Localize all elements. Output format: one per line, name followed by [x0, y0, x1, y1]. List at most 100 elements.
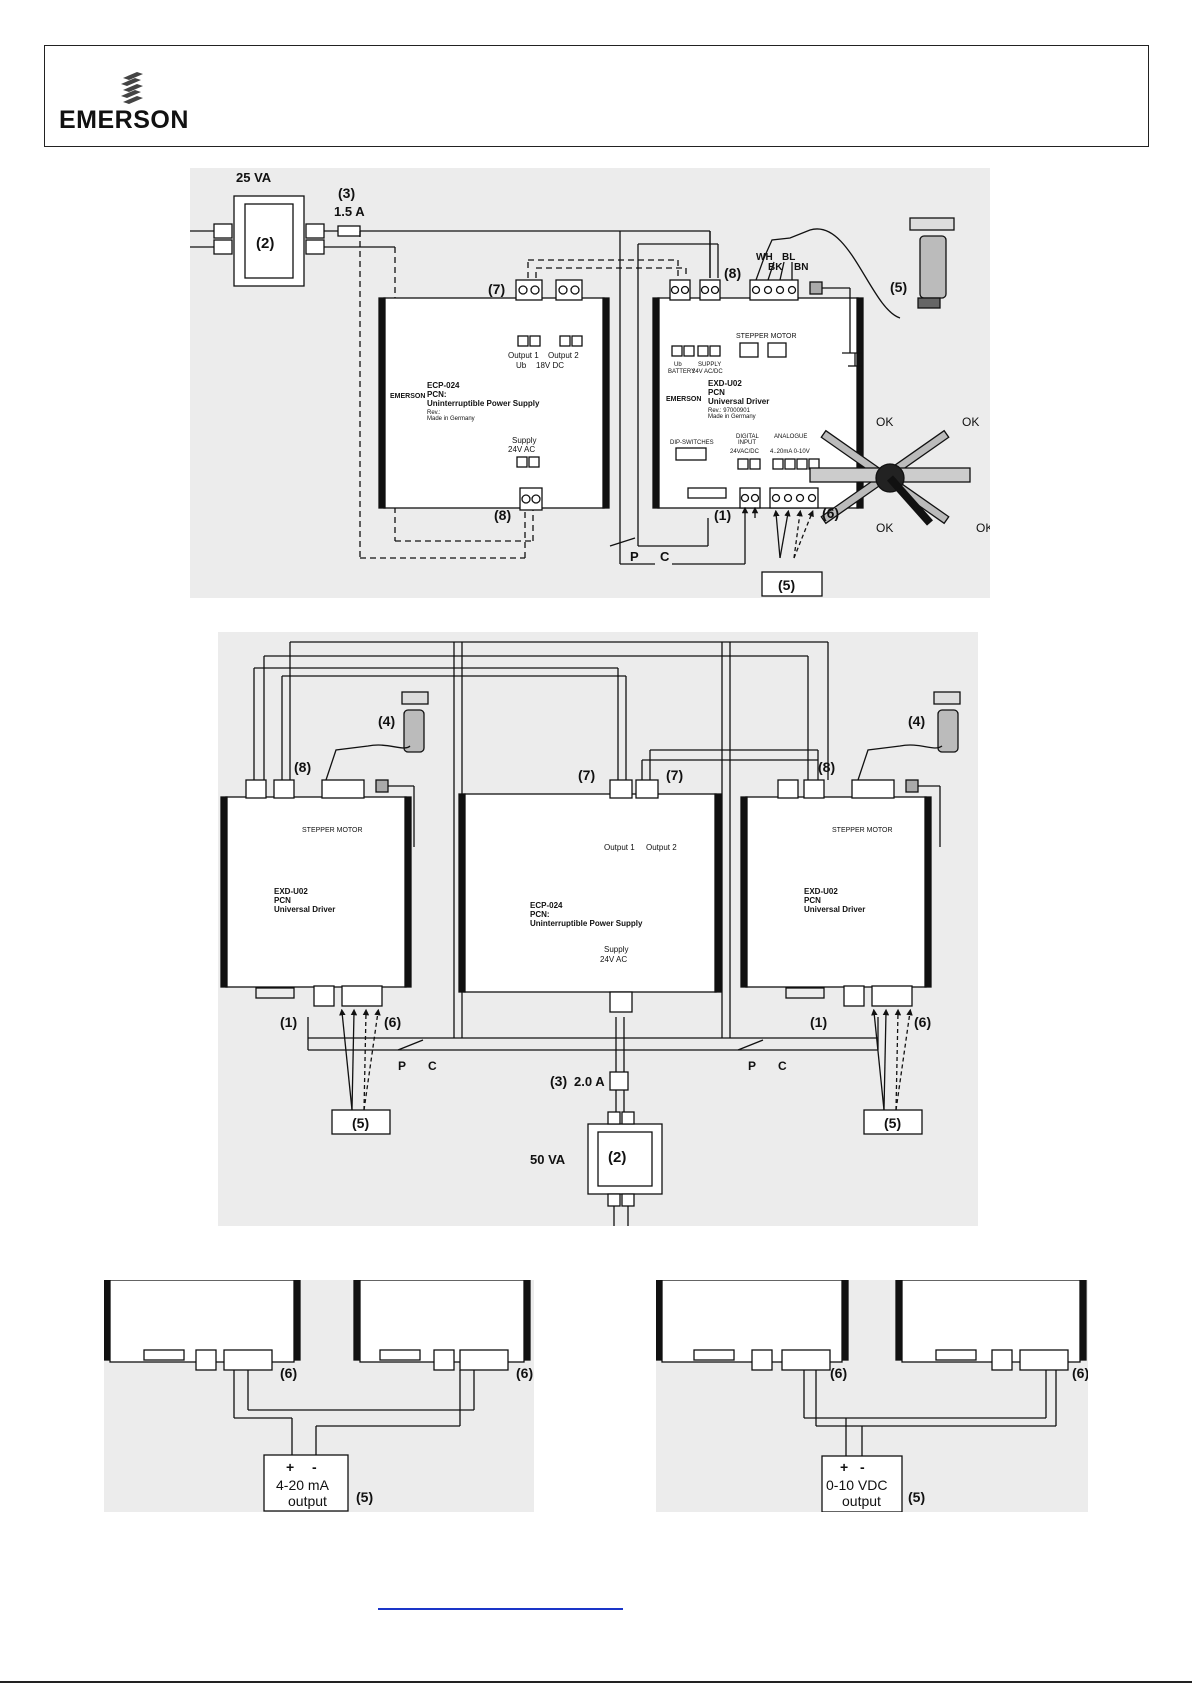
wire-wh: WH: [756, 252, 773, 263]
driver-battery: BATTERY: [668, 369, 695, 375]
left-sensor-label: (5): [352, 1115, 369, 1131]
ups-supply: Supply: [512, 436, 536, 445]
wiring-4-20ma-parallel: (6) (6) (5) + - 4-20 mA output: [104, 1280, 534, 1512]
transformer-rating-2: 50 VA: [530, 1152, 566, 1167]
transformer-rating: 25 VA: [236, 170, 272, 185]
voltage-output-line1: 0-10 VDC: [826, 1477, 887, 1493]
switch-p: P: [630, 549, 639, 564]
ups2-output1: Output 1: [604, 843, 635, 852]
ups-output-label: (7): [488, 281, 505, 297]
ups-output1: Output 1: [508, 351, 539, 360]
right-supply-label: (8): [818, 759, 835, 775]
driver-supply-v: 24V AC/DC: [692, 369, 723, 375]
ups-pcn: PCN:: [427, 390, 447, 399]
emerson-logo: EMERSON: [59, 68, 209, 134]
ups-rev: Rev.:: [427, 410, 441, 416]
right-sensor-label: (5): [884, 1115, 901, 1131]
driver-digital: DIGITAL: [736, 434, 760, 440]
left-supply-label: (8): [294, 759, 311, 775]
ups-output-label-left: (7): [578, 767, 595, 783]
voltage-terminal-label-a: (6): [830, 1365, 847, 1381]
ups-model: ECP-024: [427, 381, 460, 390]
right-digital-input-label: (1): [810, 1014, 827, 1030]
ups2-model: ECP-024: [530, 901, 563, 910]
right-valve-label: (4): [908, 713, 925, 729]
page-bottom-rule: [0, 1681, 1192, 1683]
fuse-rating-2: 2.0 A: [574, 1074, 605, 1089]
ups-output2: Output 2: [548, 351, 579, 360]
left-driver-pcn: PCN: [274, 896, 291, 905]
wiring-diagram-single-driver: 25 VA (2) (3) 1.5 A (7) (8) (8) (1) (6) …: [190, 168, 990, 598]
current-output-line1: 4-20 mA: [276, 1477, 330, 1493]
driver-ub: Ub: [674, 362, 682, 368]
wiring-diagram-dual-driver: (1) (6) (5) (8) (4) (7) (7) (8) (4) (1) …: [218, 632, 978, 1226]
driver-made: Made in Germany: [708, 414, 756, 420]
ups-brand: EMERSON: [390, 393, 425, 400]
ups2-name: Uninterruptible Power Supply: [530, 919, 643, 928]
voltage-minus: -: [860, 1459, 865, 1475]
ups2-supply-v: 24V AC: [600, 955, 627, 964]
driver-supply: SUPPLY: [698, 362, 721, 368]
left-valve-label: (4): [378, 713, 395, 729]
ok-label-2: OK: [962, 415, 979, 429]
document-header: EMERSON: [44, 45, 1149, 147]
analog-terminal-label-a: (6): [280, 1365, 297, 1381]
driver-model: EXD-U02: [708, 379, 742, 388]
left-driver-stepper: STEPPER MOTOR: [302, 827, 363, 834]
digital-input-label: (1): [714, 507, 731, 523]
wire-bk: BK: [768, 262, 783, 273]
fuse-label: (3): [338, 185, 355, 201]
driver-dip: DIP-SWITCHES: [670, 440, 714, 446]
transformer-label-2: (2): [608, 1149, 626, 1166]
driver-input: INPUT: [738, 440, 756, 446]
ups-name: Uninterruptible Power Supply: [427, 399, 540, 408]
wiring-0-10v-parallel: (6) (6) (5) + - 0-10 VDC output: [656, 1280, 1088, 1512]
driver-supply-label: (8): [724, 265, 741, 281]
fuse-label-2: (3): [550, 1073, 567, 1089]
ups-dc: 18V DC: [536, 361, 564, 370]
wire-bl: BL: [782, 252, 795, 263]
driver-digital-v: 24VAC/DC: [730, 449, 760, 455]
ups-made: Made in Germany: [427, 416, 475, 422]
driver-analog-range: 4..20mA 0-10V: [770, 449, 810, 455]
right-driver-pcn: PCN: [804, 896, 821, 905]
voltage-terminal-label-b: (6): [1072, 1365, 1088, 1381]
fuse-rating: 1.5 A: [334, 204, 365, 219]
left-driver-model: EXD-U02: [274, 887, 308, 896]
transformer-label: (2): [256, 235, 274, 252]
current-source-label: (5): [356, 1489, 373, 1505]
analog-terminal-label-b: (6): [516, 1365, 533, 1381]
sensor-label: (5): [778, 577, 795, 593]
right-switch-c: C: [778, 1059, 787, 1073]
current-output-line2: output: [288, 1493, 327, 1509]
left-analog-input-label: (6): [384, 1014, 401, 1030]
ups-ub: Ub: [516, 361, 527, 370]
right-switch-p: P: [748, 1059, 756, 1073]
ok-label-3: OK: [876, 521, 893, 535]
ups2-pcn: PCN:: [530, 910, 550, 919]
left-digital-input-label: (1): [280, 1014, 297, 1030]
left-driver-name: Universal Driver: [274, 905, 335, 914]
ups2-supply: Supply: [604, 945, 628, 954]
footer-link[interactable]: [378, 1608, 623, 1610]
right-driver-stepper: STEPPER MOTOR: [832, 827, 893, 834]
wire-bn: BN: [794, 262, 808, 273]
ok-label-1: OK: [876, 415, 893, 429]
left-switch-c: C: [428, 1059, 437, 1073]
right-driver-name: Universal Driver: [804, 905, 865, 914]
current-minus: -: [312, 1459, 317, 1475]
ups-supply-label: (8): [494, 507, 511, 523]
driver-brand: EMERSON: [666, 396, 701, 403]
driver-name: Universal Driver: [708, 397, 769, 406]
voltage-plus: +: [840, 1459, 848, 1475]
ok-label-4: OK: [976, 521, 990, 535]
right-analog-input-label: (6): [914, 1014, 931, 1030]
valve-label: (5): [890, 279, 907, 295]
driver-rev: Rev.: 97000901: [708, 408, 751, 414]
driver-pcn: PCN: [708, 388, 725, 397]
current-plus: +: [286, 1459, 294, 1475]
brand-name: EMERSON: [59, 106, 189, 134]
right-driver-model: EXD-U02: [804, 887, 838, 896]
voltage-source-label: (5): [908, 1489, 925, 1505]
voltage-output-line2: output: [842, 1493, 881, 1509]
